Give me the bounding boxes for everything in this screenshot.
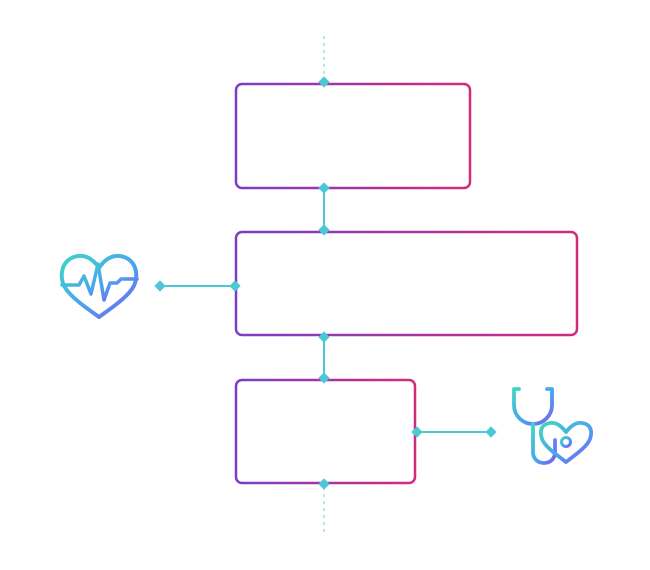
node-card2-top: [318, 224, 330, 236]
node-card2-left: [229, 280, 241, 292]
card-1-frame: [234, 82, 472, 190]
card-3: [234, 378, 417, 485]
node-card3-right: [411, 426, 423, 438]
heartbeat-icon: [59, 253, 139, 319]
node-card3-bottom: [318, 478, 330, 490]
stethoscope-heart-icon: [512, 387, 594, 465]
card-2: [234, 230, 579, 337]
connector-nodes: [154, 76, 497, 490]
node-card1-bottom: [318, 182, 330, 194]
node-card3-top: [318, 372, 330, 384]
node-stethoscope: [485, 426, 497, 438]
card-3-frame: [234, 378, 417, 485]
card-2-frame: [234, 230, 579, 337]
card-1: [234, 82, 472, 190]
node-heart: [154, 280, 166, 292]
node-card2-bottom: [318, 331, 330, 343]
